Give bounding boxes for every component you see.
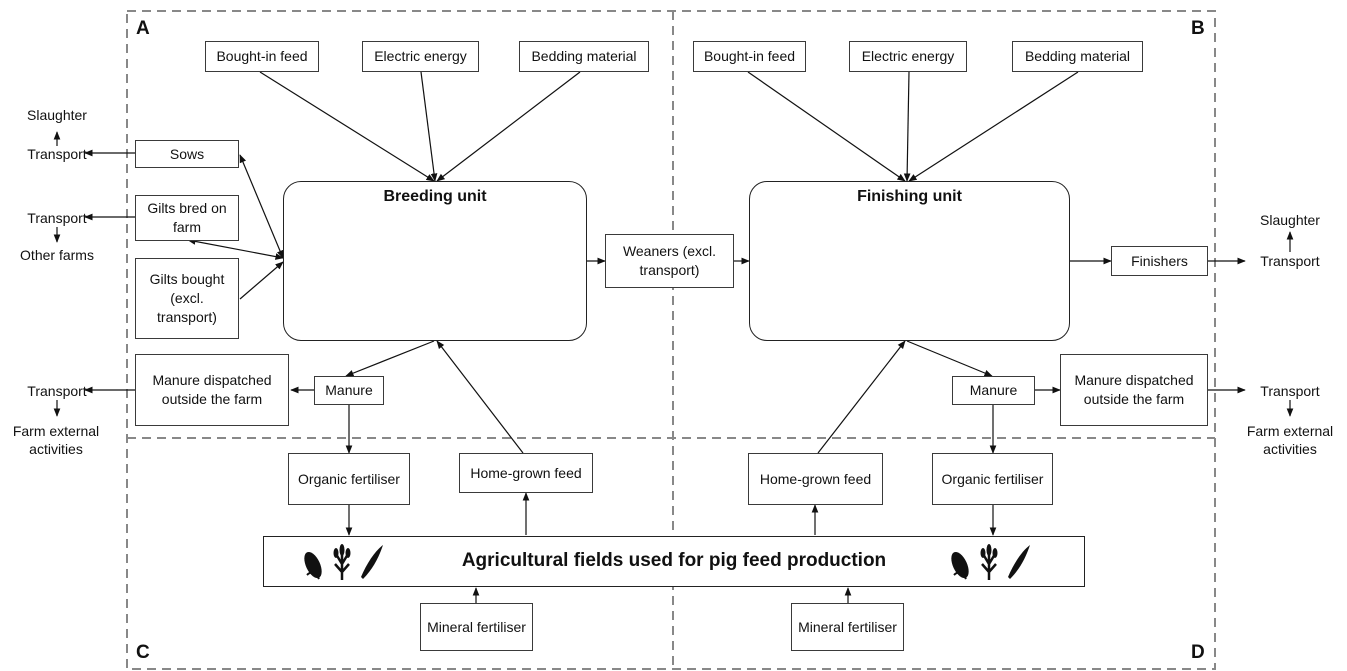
weaners-box: Weaners (excl. transport) <box>605 234 734 288</box>
quadrant-label-c: C <box>136 642 150 663</box>
breeding-unit-box: Breeding unit <box>283 181 587 341</box>
breeding-manure-dispatched-box: Manure dispatched outside the farm <box>135 354 289 426</box>
gilts-bought-box: Gilts bought (excl. transport) <box>135 258 239 339</box>
finishing-unit-title: Finishing unit <box>857 188 962 205</box>
left-slaughter-label: Slaughter <box>27 107 87 123</box>
breeding-manure-box: Manure <box>314 376 384 405</box>
finishing-bedding-material-box: Bedding material <box>1012 41 1143 72</box>
left-transport-label-2: Transport <box>27 210 87 226</box>
quadrant-label-a: A <box>136 18 150 39</box>
gilts-bred-on-farm-box: Gilts bred on farm <box>135 195 239 241</box>
finishers-box: Finishers <box>1111 246 1208 276</box>
finishing-manure-dispatched-box: Manure dispatched outside the farm <box>1060 354 1208 426</box>
finishing-bought-in-feed-box: Bought-in feed <box>693 41 806 72</box>
left-transport-label-1: Transport <box>27 146 87 162</box>
crops-icon-right <box>946 542 1030 582</box>
quadrant-label-d: D <box>1191 642 1205 663</box>
right-slaughter-label: Slaughter <box>1260 212 1320 228</box>
breeding-electric-energy-box: Electric energy <box>362 41 479 72</box>
finishing-unit-box: Finishing unit <box>749 181 1070 341</box>
breeding-bought-in-feed-box: Bought-in feed <box>205 41 319 72</box>
breeding-unit-title: Breeding unit <box>383 188 487 205</box>
left-transport-label-3: Transport <box>27 383 87 399</box>
right-organic-fertiliser-box: Organic fertiliser <box>932 453 1053 505</box>
finishing-electric-energy-box: Electric energy <box>849 41 967 72</box>
left-organic-fertiliser-box: Organic fertiliser <box>288 453 410 505</box>
right-transport-label-2: Transport <box>1260 383 1320 399</box>
agricultural-fields-label: Agricultural fields used for pig feed pr… <box>461 550 887 571</box>
crops-icon-left <box>299 542 383 582</box>
finishing-manure-box: Manure <box>952 376 1035 405</box>
breeding-bedding-material-box: Bedding material <box>519 41 649 72</box>
right-home-grown-feed-box: Home-grown feed <box>748 453 883 505</box>
right-farm-external-label: Farm external activities <box>1246 423 1334 457</box>
left-other-farms-label: Other farms <box>20 247 94 263</box>
right-mineral-fertiliser-box: Mineral fertiliser <box>791 603 904 651</box>
left-farm-external-label: Farm external activities <box>12 423 100 457</box>
left-home-grown-feed-box: Home-grown feed <box>459 453 593 493</box>
sows-box: Sows <box>135 140 239 168</box>
agricultural-fields-box: Agricultural fields used for pig feed pr… <box>263 536 1085 587</box>
quadrant-label-b: B <box>1191 18 1205 39</box>
right-transport-label-1: Transport <box>1260 253 1320 269</box>
left-mineral-fertiliser-box: Mineral fertiliser <box>420 603 533 651</box>
